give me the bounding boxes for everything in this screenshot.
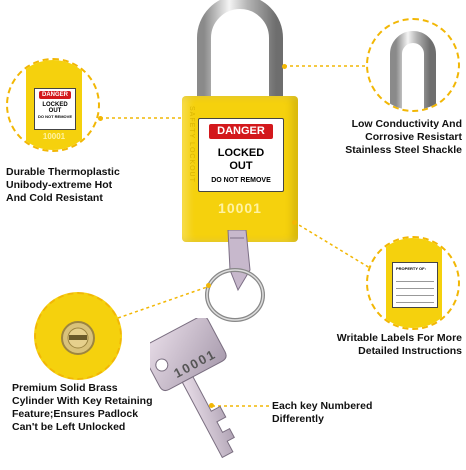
brass-detail-circle <box>34 292 122 380</box>
out-text: OUT <box>229 160 253 172</box>
detail-danger-label: DANGER LOCKED OUT DO NOT REMOVE <box>34 88 76 130</box>
writable-detail-circle: PROPERTY OF: <box>366 236 460 330</box>
padlock: SAFETY LOCKOUT DANGER LOCKED OUT DO NOT … <box>180 0 300 250</box>
key-ring <box>205 268 265 322</box>
dot-shackle <box>282 64 287 69</box>
caption-brass: Premium Solid Brass Cylinder With Key Re… <box>12 382 153 433</box>
lock-body: SAFETY LOCKOUT DANGER LOCKED OUT DO NOT … <box>182 96 298 242</box>
dot-brass <box>206 283 211 288</box>
caption-writable: Writable Labels For More Detailed Instru… <box>336 332 462 357</box>
property-of-text: PROPERTY OF: <box>396 266 426 271</box>
serial-number: 10001 <box>218 200 262 216</box>
detail-locked-text: LOCKED <box>42 102 68 108</box>
detail-do-not-remove-text: DO NOT REMOVE <box>37 114 72 119</box>
lock-danger-label: DANGER LOCKED OUT DO NOT REMOVE <box>198 118 284 192</box>
inserted-key <box>227 230 251 292</box>
detail-serial: 10001 <box>42 132 66 141</box>
do-not-remove-text: DO NOT REMOVE <box>211 177 271 184</box>
loose-key <box>150 318 235 459</box>
danger-banner: DANGER <box>209 124 273 139</box>
dot-writable <box>292 220 297 225</box>
brass-cylinder-closeup <box>61 321 95 355</box>
thermoplastic-detail-circle: DANGER LOCKED OUT DO NOT REMOVE 10001 <box>6 58 100 152</box>
connector-brass <box>117 285 211 319</box>
shackle-detail-circle <box>366 18 460 112</box>
shackle-closeup <box>390 31 436 110</box>
detail-danger-banner: DANGER <box>39 91 71 99</box>
dot-thermoplastic <box>98 116 103 121</box>
steel-shackle <box>197 0 283 110</box>
writable-label-card: PROPERTY OF: <box>392 262 438 308</box>
caption-numbered: Each key Numbered Differently <box>272 400 373 425</box>
caption-shackle: Low Conductivity And Corrosive Resistart… <box>345 118 462 156</box>
detail-out-text: OUT <box>48 108 62 114</box>
caption-thermoplastic: Durable Thermoplastic Unibody-extreme Ho… <box>6 166 120 204</box>
locked-text: LOCKED <box>217 147 265 159</box>
side-embossed-text: SAFETY LOCKOUT <box>188 106 195 183</box>
connector-writable <box>293 221 371 269</box>
dot-numbered <box>209 403 214 408</box>
